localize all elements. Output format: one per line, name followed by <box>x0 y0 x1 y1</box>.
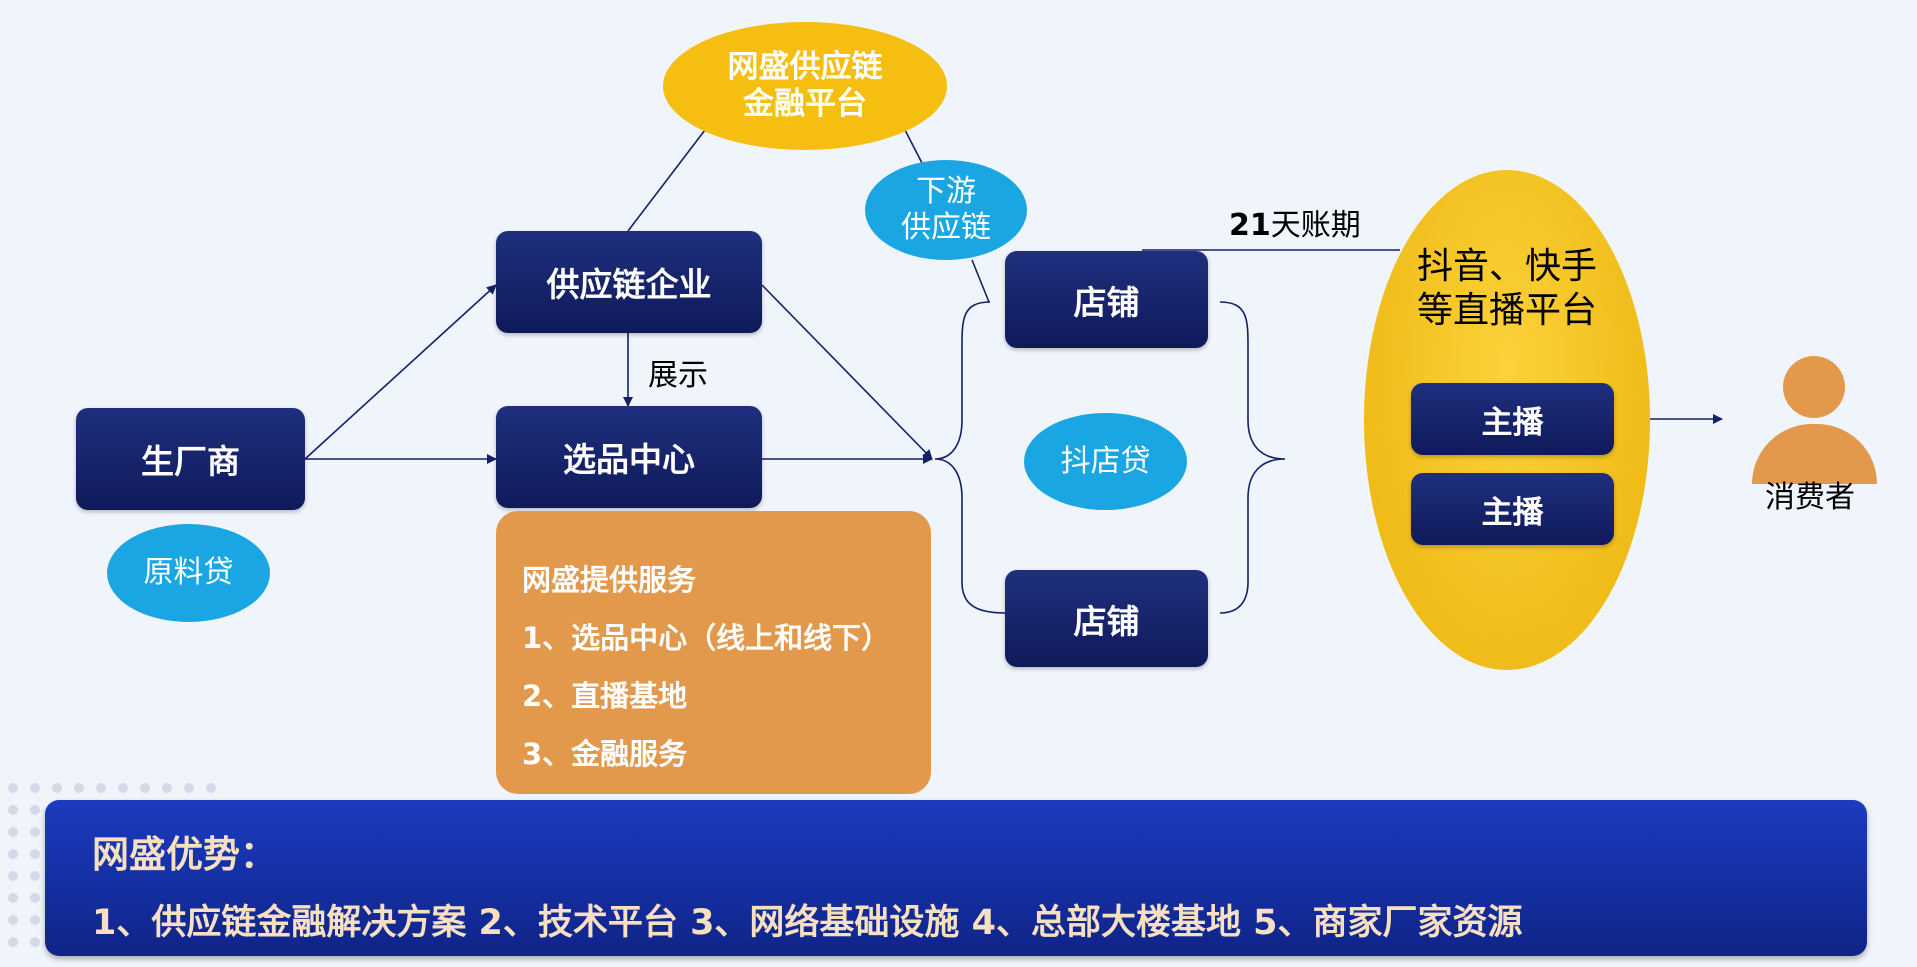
left-brace <box>934 301 1006 614</box>
pattern-dot <box>30 805 40 815</box>
pattern-dot <box>206 783 216 793</box>
pattern-dot <box>184 783 194 793</box>
pattern-dot <box>8 849 18 859</box>
consumer-person-icon <box>1752 352 1877 484</box>
pattern-dot <box>8 805 18 815</box>
live-platform-label: 抖音、快手 等直播平台 <box>1416 246 1597 331</box>
pattern-dot <box>30 937 40 947</box>
selection-center-label: 选品中心 <box>563 440 695 479</box>
anchor-label-2: 主播 <box>1481 494 1544 531</box>
doudian-loan-label: 抖店贷 <box>1060 443 1151 479</box>
pattern-dot <box>8 915 18 925</box>
pattern-dot <box>162 783 172 793</box>
pattern-dot <box>8 937 18 947</box>
platform-ellipse: 网盛供应链 金融平台 <box>663 22 947 150</box>
pattern-dot <box>30 783 40 793</box>
downstream-ellipse: 下游 供应链 <box>865 160 1027 260</box>
arrow-manufacturer-to-enterprise <box>304 284 497 460</box>
anchor-box-1: 主播 <box>1411 383 1614 455</box>
consumer-label: 消费者 <box>1765 480 1855 515</box>
pattern-dot <box>30 915 40 925</box>
pattern-dot <box>96 783 106 793</box>
pattern-dot <box>52 783 62 793</box>
pattern-dot <box>8 871 18 881</box>
manufacturer-box: 生厂商 <box>76 408 305 510</box>
shop-box-top: 店铺 <box>1005 251 1208 348</box>
line-downstream-to-brace <box>971 259 990 303</box>
material-loan-label: 原料贷 <box>143 555 234 590</box>
services-item-2: 2、直播基地 <box>522 679 688 713</box>
platform-label: 网盛供应链 金融平台 <box>727 48 883 122</box>
pattern-dot <box>8 783 18 793</box>
selection-center-box: 选品中心 <box>496 406 762 508</box>
payment-term-text: 天账期 <box>1270 208 1361 243</box>
pattern-dot <box>30 893 40 903</box>
doudian-loan-ellipse: 抖店贷 <box>1024 413 1187 510</box>
advantages-banner: 网盛优势： 1、供应链金融解决方案 2、技术平台 3、网络基础设施 4、总部大楼… <box>45 800 1867 956</box>
display-label: 展示 <box>648 358 708 393</box>
shop-label-top: 店铺 <box>1073 282 1140 322</box>
line-enterprise-to-platform <box>627 129 706 232</box>
payment-term-number: 21 <box>1229 208 1271 243</box>
services-item-3: 3、金融服务 <box>522 737 688 771</box>
pattern-dot <box>140 783 150 793</box>
advantages-text: 1、供应链金融解决方案 2、技术平台 3、网络基础设施 4、总部大楼基地 5、商… <box>92 903 1523 943</box>
services-title: 网盛提供服务 <box>522 563 697 597</box>
supply-chain-enterprise-label: 供应链企业 <box>546 265 712 304</box>
downstream-label: 下游 供应链 <box>901 174 991 245</box>
pattern-dot <box>8 827 18 837</box>
shop-label-bottom: 店铺 <box>1073 601 1140 641</box>
right-brace <box>1219 301 1286 614</box>
supply-chain-enterprise-box: 供应链企业 <box>496 231 762 333</box>
services-box: 网盛提供服务 1、选品中心（线上和线下） 2、直播基地 3、金融服务 <box>496 511 931 794</box>
manufacturer-label: 生厂商 <box>141 442 240 481</box>
consumer-head <box>1783 356 1845 418</box>
pattern-dot <box>30 827 40 837</box>
payment-term-label: 21天账期 <box>1229 200 1361 244</box>
pattern-dot <box>74 783 84 793</box>
material-loan-ellipse: 原料贷 <box>107 524 270 622</box>
pattern-dot <box>30 871 40 881</box>
anchor-label-1: 主播 <box>1481 404 1544 441</box>
pattern-dot <box>8 893 18 903</box>
pattern-dot <box>118 783 128 793</box>
pattern-dot <box>30 849 40 859</box>
shop-box-bottom: 店铺 <box>1005 570 1208 667</box>
advantages-title: 网盛优势： <box>92 833 277 876</box>
line-platform-to-downstream <box>904 129 924 166</box>
arrow-enterprise-to-shops <box>761 284 933 460</box>
anchor-box-2: 主播 <box>1411 473 1614 545</box>
services-item-1: 1、选品中心（线上和线下） <box>522 621 891 655</box>
